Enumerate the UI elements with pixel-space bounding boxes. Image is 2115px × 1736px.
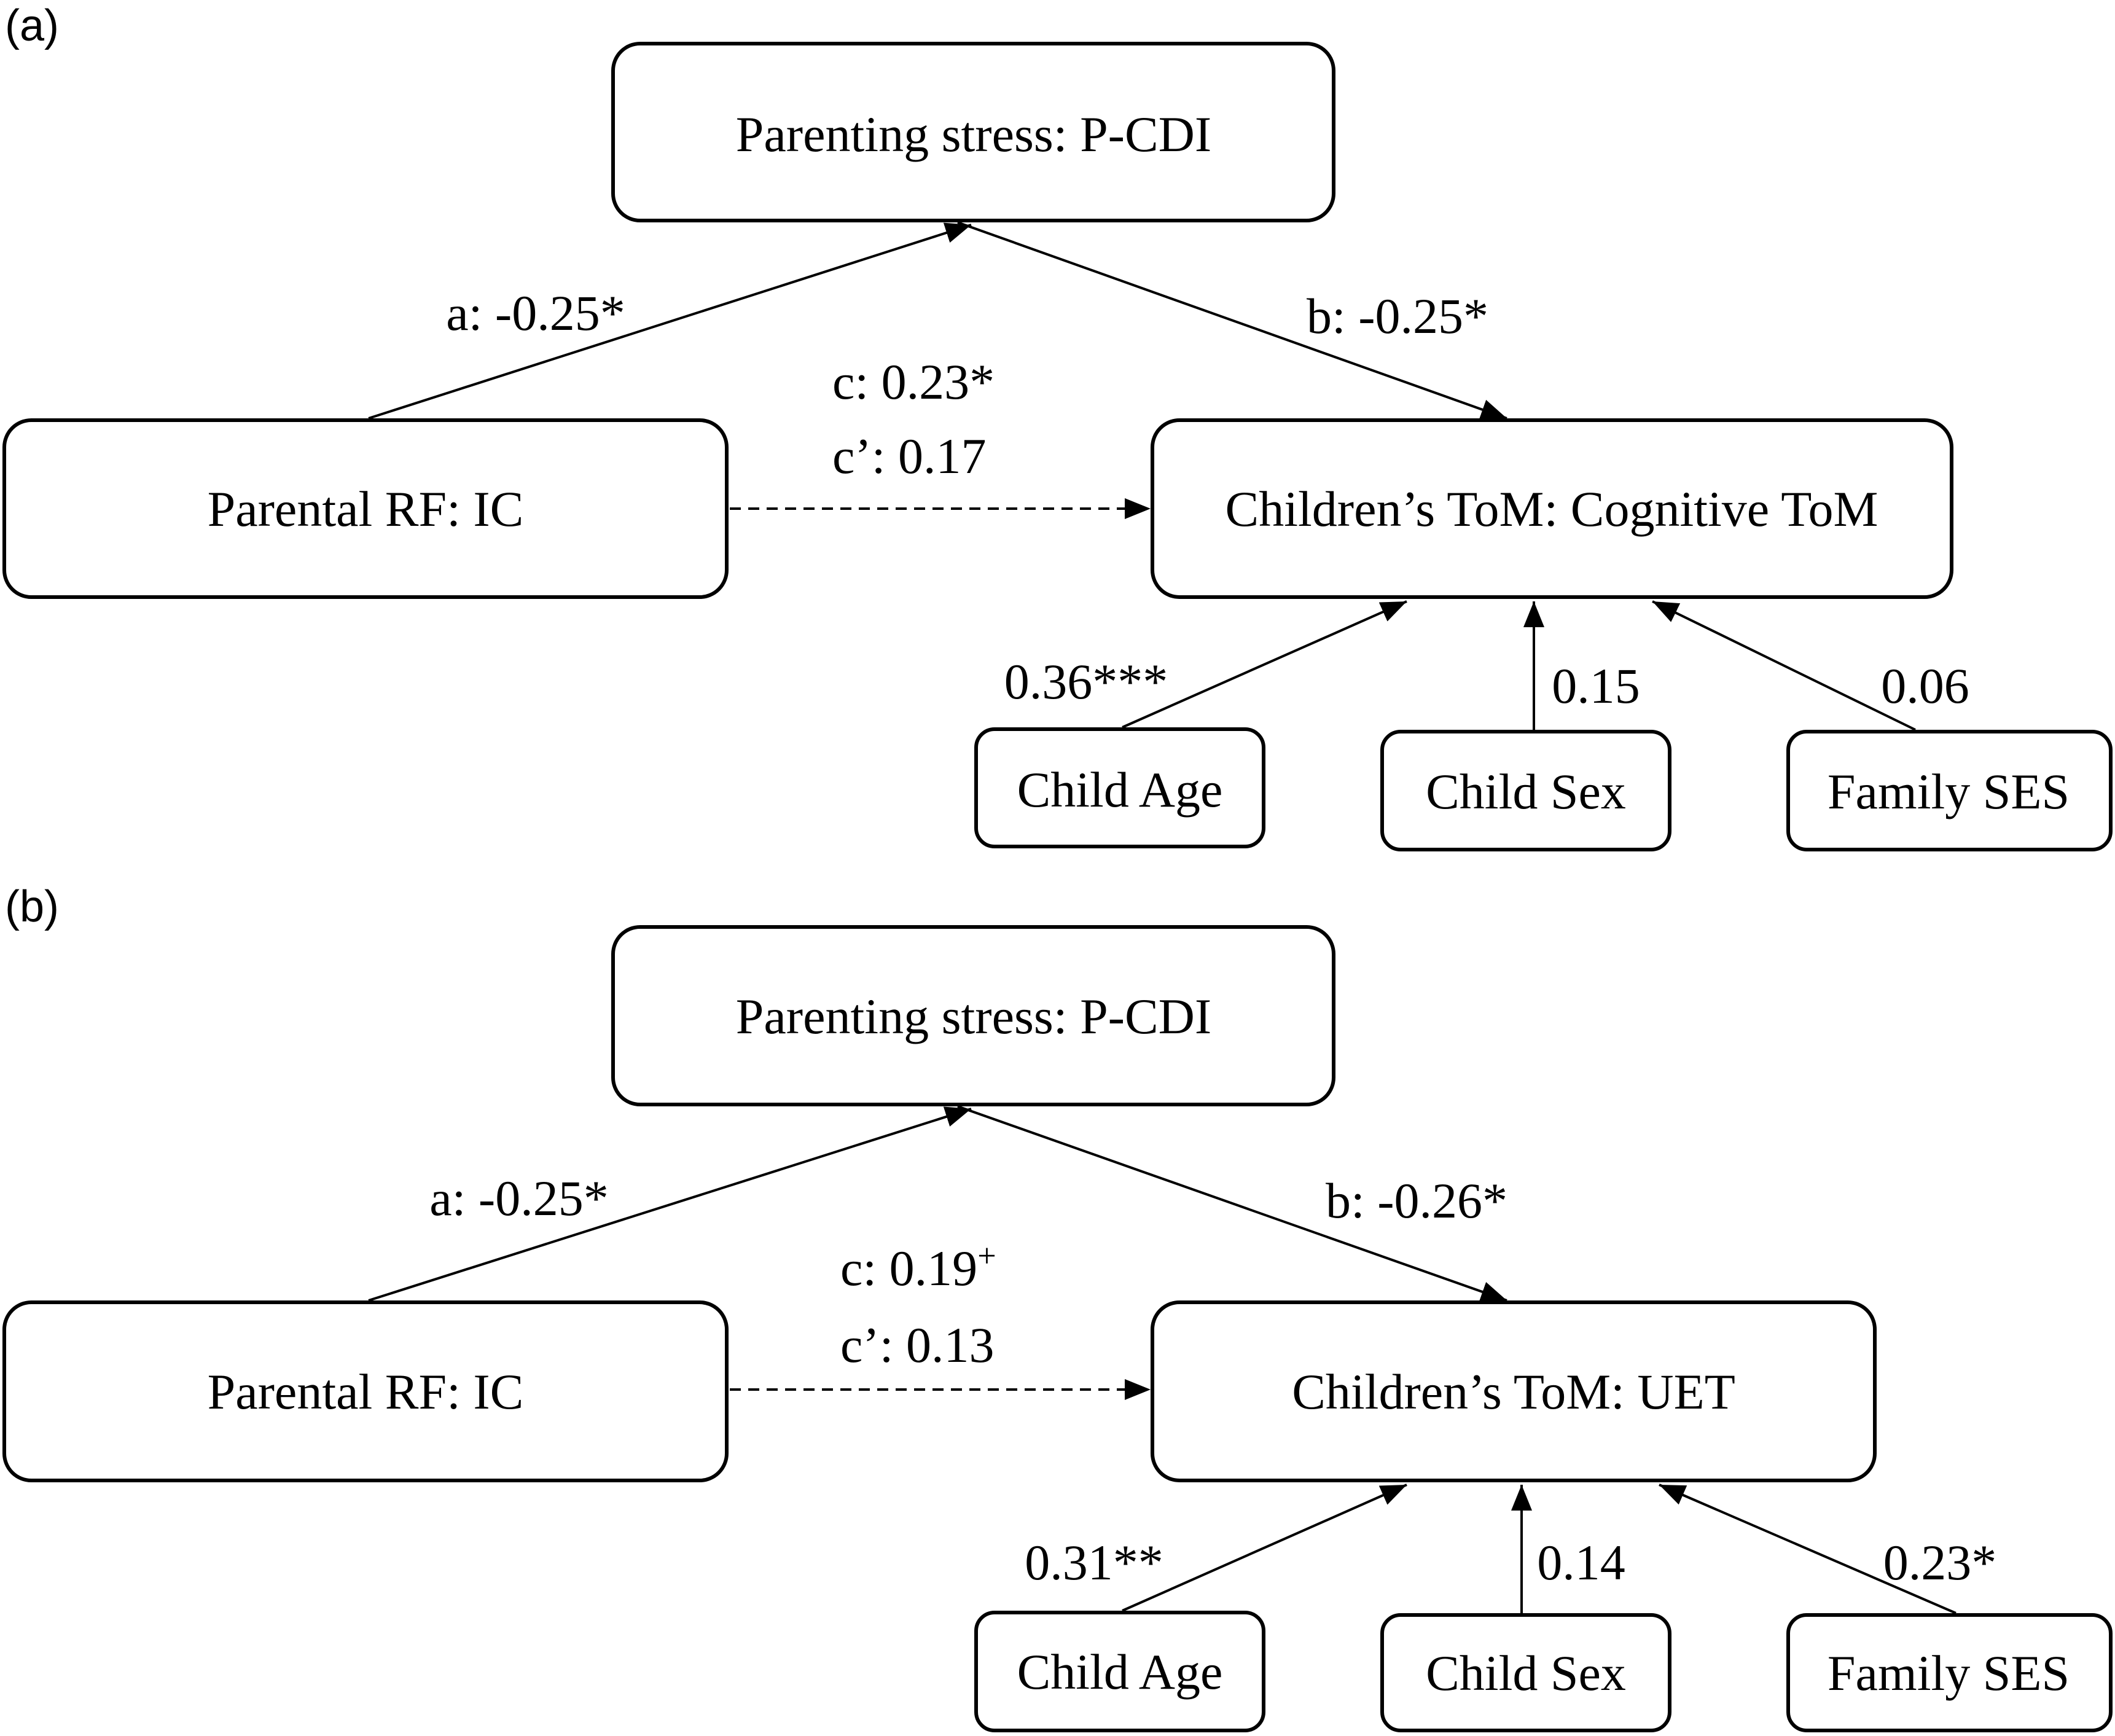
node-predictor-label: Parental RF: IC	[208, 481, 524, 537]
path-ses-coefficient: 0.23*	[1883, 1535, 1997, 1590]
path-c-prime-coefficient: c’: 0.13	[840, 1317, 994, 1373]
path-b-coefficient: b: -0.26*	[1326, 1173, 1507, 1229]
path-age-arrow	[1122, 1484, 1407, 1612]
node-covariate-sex-label: Child Sex	[1426, 1645, 1626, 1701]
node-covariate-ses: Family SES	[1786, 1613, 2113, 1732]
node-predictor: Parental RF: IC	[2, 418, 729, 599]
path-a-coefficient: a: -0.25*	[429, 1170, 608, 1226]
path-age-coefficient: 0.36***	[1004, 654, 1168, 710]
panel-a: (a) Parenting stress: P-CDI Parental RF:…	[2, 1, 2113, 851]
panel-label: (a)	[5, 1, 59, 50]
path-ses-coefficient: 0.06	[1881, 658, 1969, 714]
path-sex-coefficient: 0.14	[1537, 1535, 1625, 1590]
path-c-prime-coefficient: c’: 0.17	[832, 428, 986, 484]
path-a-arrow	[368, 222, 972, 420]
node-covariate-sex-label: Child Sex	[1426, 764, 1626, 819]
path-ses-arrow	[1659, 1484, 1957, 1614]
path-c-coefficient: c: 0.23*	[832, 354, 995, 410]
node-outcome-label: Children’s ToM: Cognitive ToM	[1226, 481, 1878, 537]
node-covariate-ses-label: Family SES	[1828, 764, 2070, 819]
path-a-coefficient: a: -0.25*	[446, 285, 625, 341]
node-predictor: Parental RF: IC	[2, 1300, 729, 1482]
path-age-arrow	[1122, 600, 1407, 729]
node-covariate-ses-label: Family SES	[1828, 1645, 2070, 1701]
node-covariate-age-label: Child Age	[1017, 762, 1223, 818]
path-c-coefficient: c: 0.19	[840, 1240, 977, 1296]
node-outcome: Children’s ToM: Cognitive ToM	[1151, 418, 1953, 599]
node-covariate-age: Child Age	[974, 727, 1265, 848]
node-mediator-label: Parenting stress: P-CDI	[736, 988, 1211, 1044]
node-covariate-age: Child Age	[974, 1611, 1265, 1732]
path-c-coefficient-group: c: 0.19+	[840, 1237, 996, 1296]
path-age-coefficient: 0.31**	[1025, 1535, 1163, 1590]
node-outcome: Children’s ToM: UET	[1151, 1300, 1877, 1482]
path-b-coefficient: b: -0.25*	[1307, 288, 1488, 344]
node-covariate-ses: Family SES	[1786, 730, 2113, 851]
node-mediator: Parenting stress: P-CDI	[611, 925, 1335, 1106]
node-mediator-label: Parenting stress: P-CDI	[736, 106, 1211, 162]
panel-label: (b)	[5, 882, 59, 931]
path-a-arrow	[368, 1106, 972, 1302]
path-c-significance-superscript: +	[977, 1237, 996, 1274]
node-mediator: Parenting stress: P-CDI	[611, 42, 1335, 222]
node-covariate-sex: Child Sex	[1380, 730, 1671, 851]
node-covariate-sex: Child Sex	[1380, 1613, 1671, 1732]
node-predictor-label: Parental RF: IC	[208, 1364, 524, 1420]
node-outcome-label: Children’s ToM: UET	[1292, 1364, 1735, 1420]
path-ses-arrow	[1652, 600, 1916, 731]
path-b-arrow	[957, 221, 1507, 420]
panel-b: (b) Parenting stress: P-CDI Parental RF:…	[2, 882, 2113, 1732]
node-covariate-age-label: Child Age	[1017, 1644, 1223, 1700]
path-sex-coefficient: 0.15	[1552, 658, 1640, 714]
path-b-arrow	[957, 1105, 1507, 1302]
